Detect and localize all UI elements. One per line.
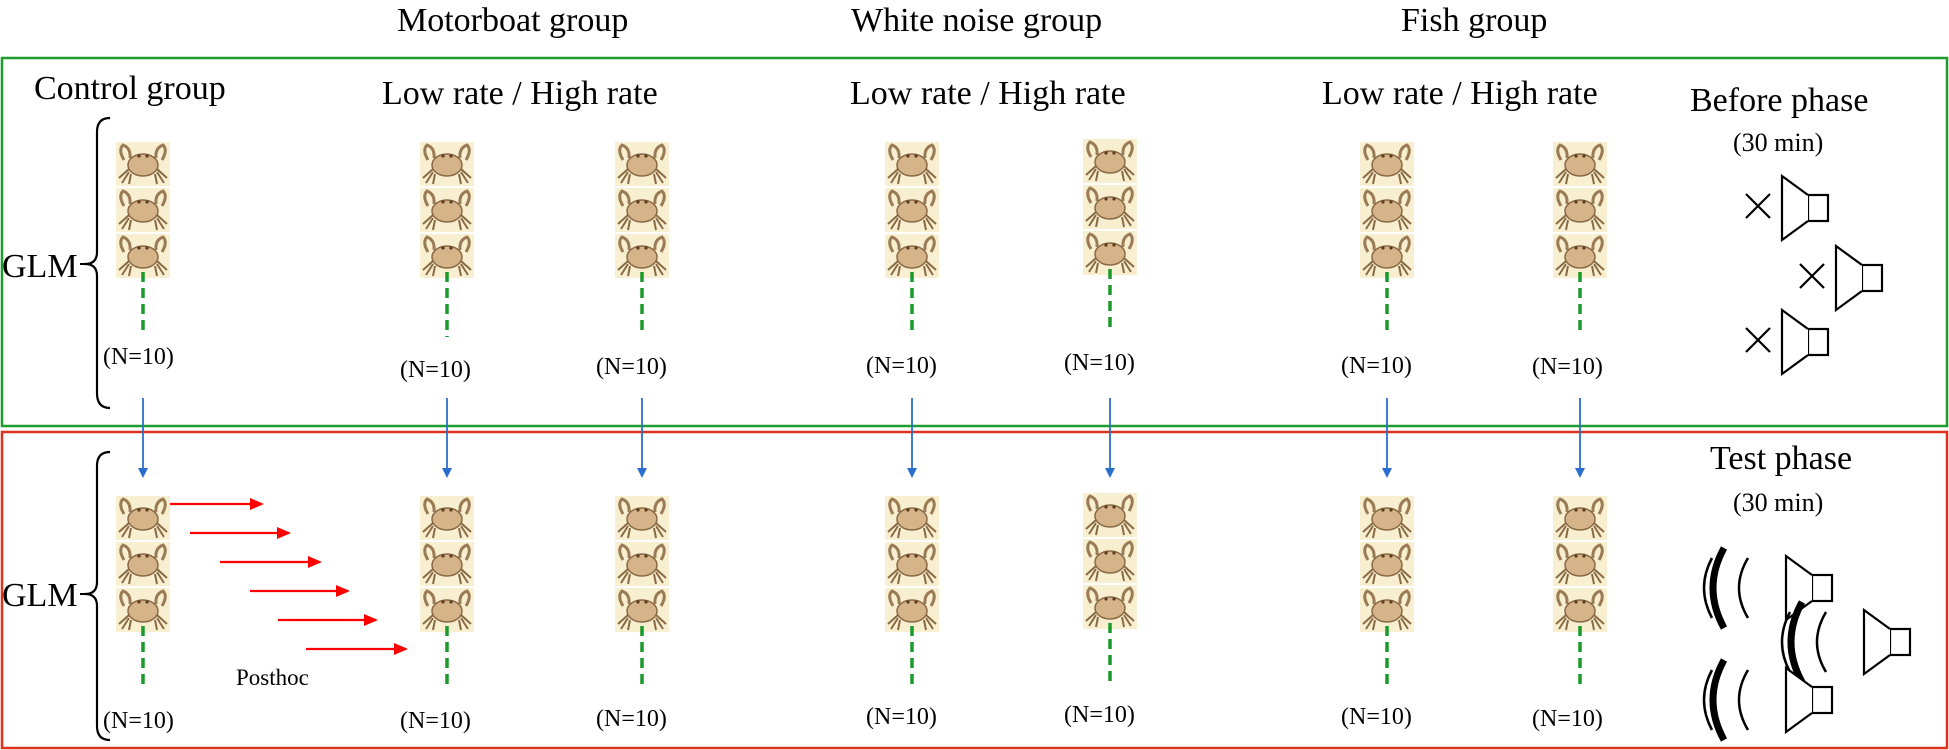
crab-icon xyxy=(1081,137,1139,185)
crab-icon xyxy=(114,140,172,188)
sample-size-motorboat-low-test: (N=10) xyxy=(400,708,471,734)
crab-icon xyxy=(418,186,476,234)
crab-icon xyxy=(883,586,941,634)
crab-icon xyxy=(613,494,671,542)
before-phase-title: Before phase xyxy=(1690,82,1869,119)
crab-icon xyxy=(883,186,941,234)
sample-size-control-before: (N=10) xyxy=(103,344,174,370)
crab-icon xyxy=(1551,186,1609,234)
crab-icon xyxy=(1551,232,1609,280)
muted-speaker-icon xyxy=(1745,308,1830,376)
crab-icon xyxy=(1358,232,1416,280)
glm-label-test: GLM xyxy=(2,577,78,614)
crab-icon xyxy=(418,140,476,188)
crab-icon xyxy=(1551,586,1609,634)
crab-icon xyxy=(114,186,172,234)
sample-size-control-test: (N=10) xyxy=(103,708,174,734)
sample-size-white-noise-low-test: (N=10) xyxy=(866,704,937,730)
white-noise-group-title: White noise group xyxy=(851,2,1103,39)
crab-icon xyxy=(418,494,476,542)
glm-bracket-before xyxy=(80,116,111,410)
crab-icon xyxy=(114,586,172,634)
motorboat-rate-label: Low rate / High rate xyxy=(382,75,658,112)
sounding-speaker-icon xyxy=(1702,546,1834,630)
posthoc-label: Posthoc xyxy=(236,665,309,690)
crab-icon xyxy=(114,540,172,588)
crab-icon xyxy=(1551,140,1609,188)
crab-icon xyxy=(418,586,476,634)
crab-icon xyxy=(613,586,671,634)
crab-icon xyxy=(613,540,671,588)
crab-icon xyxy=(1358,540,1416,588)
crab-icon xyxy=(1081,491,1139,539)
fish-rate-label: Low rate / High rate xyxy=(1322,75,1598,112)
crab-icon xyxy=(883,232,941,280)
glm-bracket-test xyxy=(80,450,111,742)
crab-icon xyxy=(1358,586,1416,634)
crab-icon xyxy=(1358,494,1416,542)
crab-icon xyxy=(114,494,172,542)
fish-group-title: Fish group xyxy=(1401,2,1548,39)
crab-icon xyxy=(883,494,941,542)
test-phase-box xyxy=(0,430,1949,750)
crab-icon xyxy=(1081,537,1139,585)
sample-size-white-noise-high-before: (N=10) xyxy=(1064,350,1135,376)
crab-icon xyxy=(613,140,671,188)
control-group-title: Control group xyxy=(34,70,226,107)
crab-icon xyxy=(418,232,476,280)
muted-speaker-icon xyxy=(1799,244,1884,312)
white-noise-rate-label: Low rate / High rate xyxy=(850,75,1126,112)
sample-size-motorboat-low-before: (N=10) xyxy=(400,357,471,383)
sample-size-fish-high-test: (N=10) xyxy=(1532,706,1603,732)
sample-size-fish-low-before: (N=10) xyxy=(1341,353,1412,379)
test-phase-title: Test phase xyxy=(1710,440,1853,477)
muted-speaker-icon xyxy=(1745,174,1830,242)
before-phase-box xyxy=(0,56,1949,428)
sample-size-white-noise-high-test: (N=10) xyxy=(1064,702,1135,728)
test-phase-duration: (30 min) xyxy=(1733,488,1824,517)
motorboat-group-title: Motorboat group xyxy=(397,2,629,39)
sounding-speaker-icon xyxy=(1702,658,1834,742)
crab-icon xyxy=(883,140,941,188)
crab-icon xyxy=(1551,494,1609,542)
crab-icon xyxy=(1358,140,1416,188)
crab-icon xyxy=(1358,186,1416,234)
before-phase-duration: (30 min) xyxy=(1733,128,1824,157)
crab-icon xyxy=(1081,229,1139,277)
crab-icon xyxy=(1081,183,1139,231)
crab-icon xyxy=(613,232,671,280)
sample-size-fish-high-before: (N=10) xyxy=(1532,354,1603,380)
glm-label-before: GLM xyxy=(2,248,78,285)
crab-icon xyxy=(1551,540,1609,588)
crab-icon xyxy=(1081,583,1139,631)
crab-icon xyxy=(883,540,941,588)
sample-size-motorboat-high-test: (N=10) xyxy=(596,706,667,732)
sample-size-white-noise-low-before: (N=10) xyxy=(866,353,937,379)
sample-size-fish-low-test: (N=10) xyxy=(1341,704,1412,730)
sounding-speaker-icon xyxy=(1780,600,1912,684)
crab-icon xyxy=(114,232,172,280)
sample-size-motorboat-high-before: (N=10) xyxy=(596,354,667,380)
crab-icon xyxy=(613,186,671,234)
crab-icon xyxy=(418,540,476,588)
